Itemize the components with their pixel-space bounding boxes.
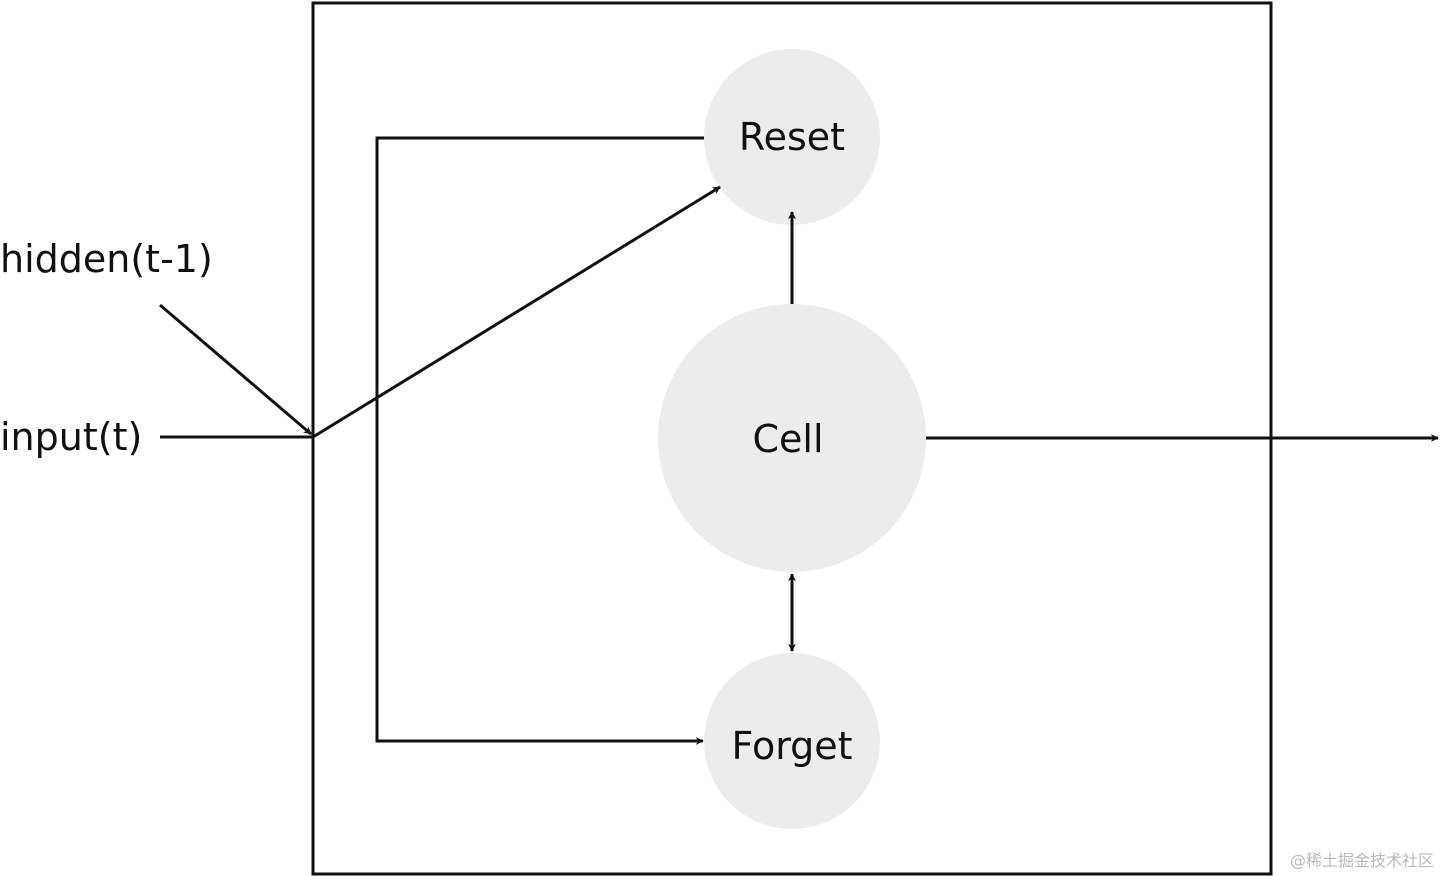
hidden-arrow (159, 303, 312, 436)
reset-node (704, 49, 880, 225)
cell-node (658, 304, 926, 572)
reset-to-forget-path (375, 136, 704, 745)
reset-label: Reset (739, 115, 845, 159)
forget-label: Forget (731, 724, 852, 768)
input-label: input(t) (0, 415, 142, 459)
forget-node (704, 653, 880, 829)
hidden-label: hidden(t-1) (0, 237, 213, 281)
cell-label: Cell (752, 417, 823, 461)
input-to-reset-arrow (312, 185, 721, 439)
watermark: @稀土掘金技术社区 (1290, 851, 1434, 870)
